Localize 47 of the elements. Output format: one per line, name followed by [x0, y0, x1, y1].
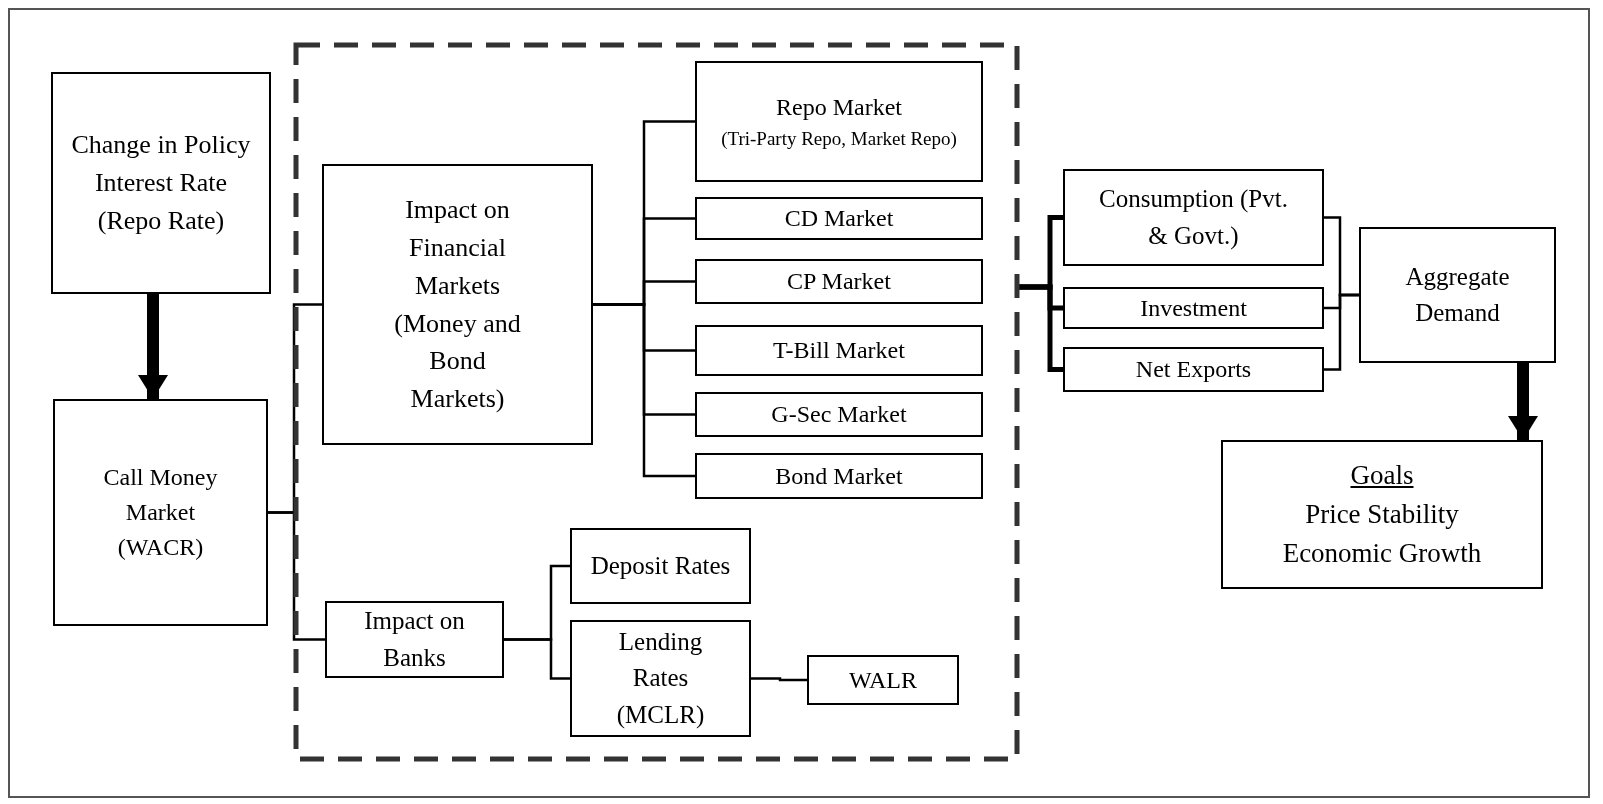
box-label: Investment: [1140, 293, 1247, 323]
box-label: WALR: [849, 665, 917, 695]
process-box: [1221, 440, 1543, 589]
box-label: Impact on Financial Markets (Money and Bond Markets): [393, 194, 522, 415]
box-label: Economic Growth: [1282, 537, 1482, 571]
process-box: [1063, 347, 1324, 392]
arrow: [1508, 363, 1538, 440]
process-box: [53, 399, 268, 626]
process-box: [695, 325, 983, 376]
box-label: Bond Market: [775, 461, 903, 491]
box-label: Deposit Rates: [590, 550, 731, 581]
process-box: [322, 164, 593, 445]
arrow: [138, 294, 168, 399]
process-box: [695, 61, 983, 182]
process-box: [1063, 169, 1324, 266]
box-label: CP Market: [787, 267, 891, 297]
box-label: G-Sec Market: [771, 400, 907, 430]
box-label: Aggregate Demand: [1404, 261, 1511, 328]
connector-line: [1324, 293, 1359, 371]
connector-line: [268, 511, 325, 641]
connector-line: [1019, 284, 1063, 372]
process-box: [695, 392, 983, 437]
box-label: (Tri-Party Repo, Market Repo): [721, 127, 957, 152]
box-label: Consumption (Pvt. & Govt.): [1098, 184, 1289, 252]
connector-line: [593, 303, 695, 478]
process-box: [1359, 227, 1556, 363]
box-label: Lending Rates (MCLR): [615, 627, 706, 730]
process-box: [695, 197, 983, 240]
box-label: Change in Policy Interest Rate (Repo Rate): [70, 129, 252, 237]
box-label: Call Money Market (WACR): [102, 463, 219, 562]
process-box: [807, 655, 959, 705]
connector-line: [751, 677, 807, 682]
box-label: CD Market: [784, 204, 894, 234]
connector-line: [504, 638, 570, 680]
box-label: Net Exports: [1135, 355, 1252, 385]
box-label: T-Bill Market: [773, 336, 905, 366]
box-label: Repo Market: [776, 93, 902, 123]
process-box: [325, 601, 504, 678]
process-box: [570, 528, 751, 604]
box-label: Impact on Banks: [363, 606, 466, 673]
process-box: [1063, 287, 1324, 329]
goals-heading: Goals: [1350, 458, 1414, 492]
process-box: [695, 453, 983, 499]
box-label: Price Stability: [1305, 497, 1459, 531]
process-box: [51, 72, 271, 294]
process-box: [695, 259, 983, 304]
process-box: [570, 620, 751, 737]
